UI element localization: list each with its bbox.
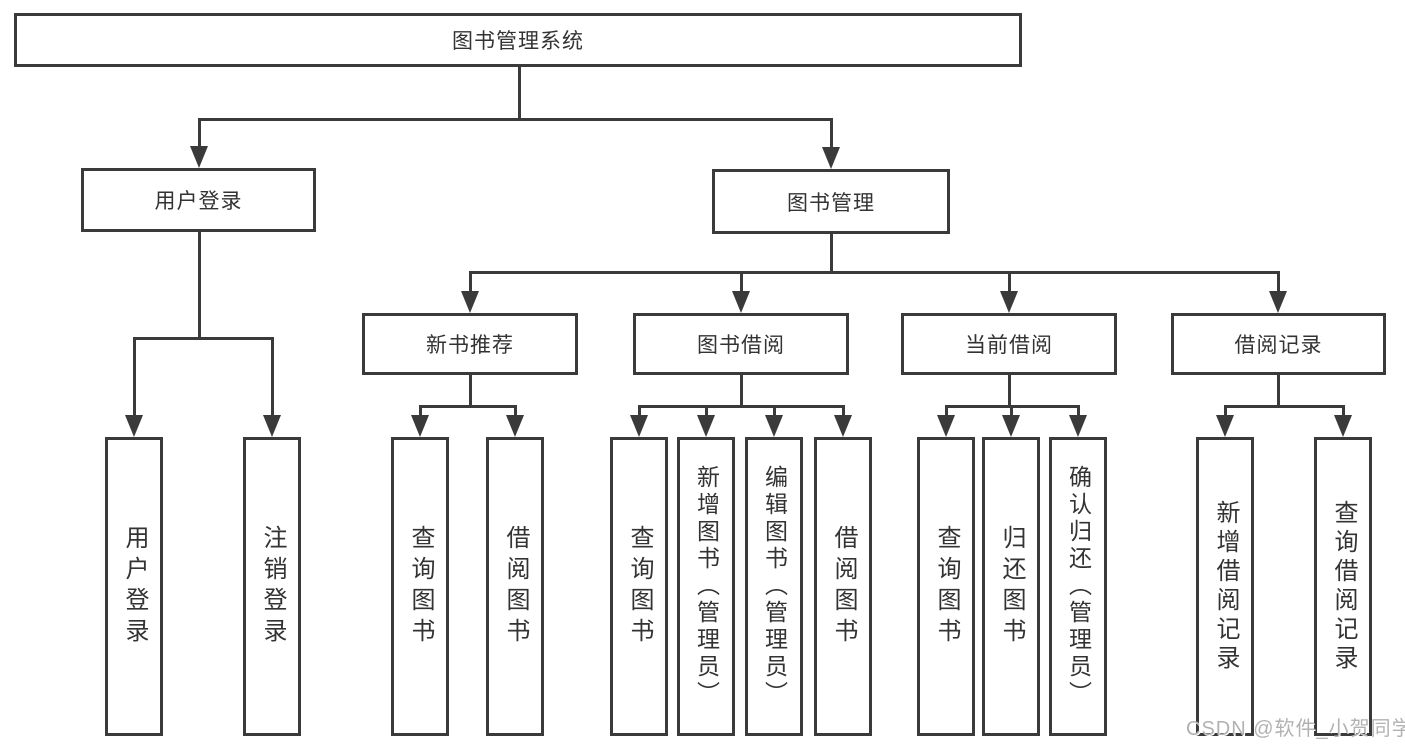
- arrow-leaf-login: [125, 415, 143, 437]
- node-new-book-recommendation: 新书推荐: [362, 313, 578, 375]
- leaf-confirm-return-admin-label: 确认归还（管理员）: [1065, 465, 1092, 708]
- edge-book-borrow-drop: [740, 375, 743, 408]
- edge-user-login-bar: [133, 337, 274, 340]
- arrow-to-book-borrow: [732, 291, 750, 313]
- node-current-borrowing-label: 当前借阅: [965, 334, 1053, 357]
- edge-book-mgmt-drop: [830, 234, 833, 274]
- arrow-leaf: [1069, 415, 1087, 437]
- node-new-book-recommendation-label: 新书推荐: [426, 334, 514, 357]
- arrow-leaf: [411, 415, 429, 437]
- arrow-leaf: [937, 415, 955, 437]
- leaf-query-books-borrowing-label: 查询图书: [626, 524, 653, 649]
- leaf-logout-label: 注销登录: [259, 524, 286, 649]
- leaf-add-borrow-record-label: 新增借阅记录: [1212, 499, 1239, 674]
- leaf-query-books-current-label: 查询图书: [933, 524, 960, 649]
- arrow-leaf: [1002, 415, 1020, 437]
- leaf-borrow-books-borrowing: 借阅图书: [814, 437, 872, 736]
- leaf-borrow-books-recommend: 借阅图书: [486, 437, 544, 736]
- leaf-query-books-recommend: 查询图书: [391, 437, 449, 736]
- leaf-add-books-admin: 新增图书（管理员）: [677, 437, 735, 736]
- edge-stem: [773, 405, 776, 417]
- edge-new-book-bar: [419, 405, 517, 408]
- edge-to-borrow-records-stem: [1277, 271, 1280, 291]
- edge-stem: [945, 405, 948, 417]
- edge-stem: [1342, 405, 1345, 417]
- edge-to-book-mgmt-stem: [830, 118, 833, 148]
- leaf-confirm-return-admin: 确认归还（管理员）: [1049, 437, 1107, 736]
- watermark: CSDN @软件_小贺同学: [1186, 718, 1405, 740]
- arrow-to-user-login: [190, 146, 208, 168]
- arrow-leaf: [1334, 415, 1352, 437]
- leaf-return-books-label: 归还图书: [998, 524, 1025, 649]
- leaf-add-borrow-record: 新增借阅记录: [1196, 437, 1254, 736]
- arrow-leaf: [630, 415, 648, 437]
- edge-stem: [638, 405, 641, 417]
- edge-to-current-borrow-stem: [1008, 271, 1011, 291]
- node-user-login: 用户登录: [81, 168, 316, 232]
- leaf-edit-books-admin-label: 编辑图书（管理员）: [761, 465, 788, 708]
- node-library-system: 图书管理系统: [14, 13, 1022, 67]
- edge-stem: [842, 405, 845, 417]
- arrow-to-book-mgmt: [822, 147, 840, 169]
- node-current-borrowing: 当前借阅: [901, 313, 1117, 375]
- leaf-query-books-recommend-label: 查询图书: [407, 524, 434, 649]
- arrow-to-borrow-records: [1269, 291, 1287, 313]
- leaf-add-books-admin-label: 新增图书（管理员）: [693, 465, 720, 708]
- leaf-user-login-label: 用户登录: [121, 524, 148, 649]
- node-borrowing-records-label: 借阅记录: [1234, 334, 1323, 357]
- edge-current-borrow-drop: [1008, 375, 1011, 408]
- edge-book-mgmt-bar: [469, 271, 1280, 274]
- node-borrowing-records: 借阅记录: [1171, 313, 1386, 375]
- edge-to-new-book-stem: [469, 271, 472, 291]
- node-library-system-label: 图书管理系统: [452, 30, 584, 53]
- arrow-leaf: [765, 415, 783, 437]
- edge-stem: [419, 405, 422, 417]
- leaf-logout: 注销登录: [243, 437, 301, 736]
- arrow-leaf: [1216, 415, 1234, 437]
- edge-borrow-records-bar: [1224, 405, 1344, 408]
- arrow-leaf: [834, 415, 852, 437]
- edge-book-borrow-bar: [638, 405, 844, 408]
- leaf-edit-books-admin: 编辑图书（管理员）: [745, 437, 803, 736]
- arrow-leaf: [697, 415, 715, 437]
- edge-stem: [1077, 405, 1080, 417]
- arrow-to-new-book: [461, 291, 479, 313]
- node-book-management: 图书管理: [712, 169, 950, 234]
- arrow-to-current-borrow: [1000, 291, 1018, 313]
- edge-root-bar: [198, 118, 832, 121]
- node-book-management-label: 图书管理: [787, 191, 875, 215]
- edge-borrow-records-drop: [1277, 375, 1280, 408]
- node-book-borrowing-label: 图书借阅: [697, 334, 785, 357]
- edge-root-drop: [518, 65, 521, 120]
- edge-stem: [705, 405, 708, 417]
- leaf-query-borrow-record: 查询借阅记录: [1314, 437, 1372, 736]
- leaf-query-borrow-record-label: 查询借阅记录: [1330, 499, 1357, 674]
- leaf-query-books-current: 查询图书: [917, 437, 975, 736]
- arrow-leaf-logout: [263, 415, 281, 437]
- edge-leaf-logout-stem: [271, 337, 274, 415]
- leaf-user-login: 用户登录: [105, 437, 163, 736]
- edge-to-book-borrow-stem: [740, 271, 743, 291]
- edge-leaf-login-stem: [133, 337, 136, 415]
- leaf-borrow-books-borrowing-label: 借阅图书: [830, 524, 857, 649]
- node-book-borrowing: 图书借阅: [633, 313, 849, 375]
- edge-user-login-drop: [198, 232, 201, 340]
- leaf-query-books-borrowing: 查询图书: [610, 437, 668, 736]
- edge-stem: [514, 405, 517, 417]
- edge-new-book-drop: [469, 375, 472, 408]
- edge-stem: [1010, 405, 1013, 417]
- leaf-borrow-books-recommend-label: 借阅图书: [502, 524, 529, 649]
- arrow-leaf: [506, 415, 524, 437]
- node-user-login-label: 用户登录: [154, 190, 243, 213]
- edge-to-user-login-stem: [198, 118, 201, 148]
- leaf-return-books: 归还图书: [982, 437, 1040, 736]
- edge-stem: [1224, 405, 1227, 417]
